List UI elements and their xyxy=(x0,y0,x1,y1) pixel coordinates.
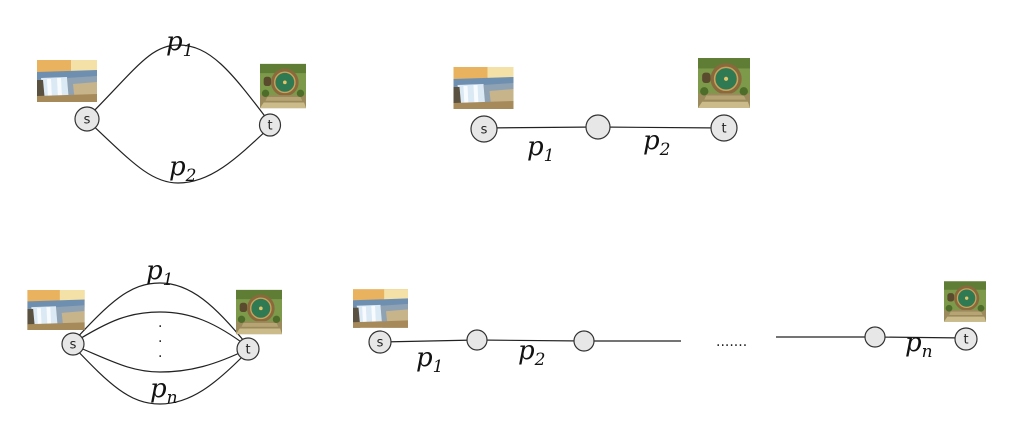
intermediate-node xyxy=(573,330,595,352)
path-middle-lower-edge xyxy=(72,344,249,373)
hobbit-door-image-icon xyxy=(236,289,282,335)
target-node: t xyxy=(236,337,260,361)
intermediate-node xyxy=(585,114,611,140)
series-n-paths-diagram: s t ....... p1 p2 pn xyxy=(353,280,986,377)
target-node-label: t xyxy=(963,333,968,348)
path-label-p1: p1 xyxy=(416,343,443,377)
path-p2-edge xyxy=(476,339,585,342)
vertical-ellipsis-dot: . xyxy=(158,345,162,361)
source-node-label: s xyxy=(481,123,488,138)
target-node: t xyxy=(710,114,738,142)
path-middle-upper-edge xyxy=(72,311,249,348)
path-p2-edge xyxy=(597,126,725,129)
path-p1-edge xyxy=(72,282,249,347)
waterfall-image-icon xyxy=(353,289,408,328)
path-label-p1: p1 xyxy=(146,256,173,290)
waterfall-image-icon xyxy=(27,290,85,330)
horizontal-ellipsis: ....... xyxy=(716,334,747,350)
path-p1-edge xyxy=(86,44,271,124)
source-node: s xyxy=(74,106,100,132)
parallel-n-paths-diagram: s t . . . p1 pn xyxy=(27,256,282,408)
path-label-p1: p1 xyxy=(166,27,193,61)
path-label-p2: p2 xyxy=(643,126,670,160)
target-node: t xyxy=(258,113,282,137)
path-label-pn: pn xyxy=(150,374,178,408)
target-node-label: t xyxy=(721,122,726,137)
intermediate-node xyxy=(466,329,488,351)
intermediate-node xyxy=(864,326,886,348)
source-node: s xyxy=(61,332,85,356)
path-p1-edge xyxy=(379,339,478,343)
path-pn-edge xyxy=(874,336,967,339)
path-p1-edge xyxy=(482,126,599,129)
waterfall-image-icon xyxy=(37,60,97,102)
waterfall-image-icon xyxy=(453,67,514,109)
source-node-label: s xyxy=(84,113,91,128)
source-node: s xyxy=(470,115,498,143)
vertical-ellipsis-dot: . xyxy=(158,330,162,346)
hobbit-door-image-icon xyxy=(698,58,750,108)
path-label-p2: p2 xyxy=(518,336,545,370)
series-two-paths-diagram: s t p1 p2 xyxy=(453,58,750,166)
target-node: t xyxy=(954,327,978,351)
source-node: s xyxy=(368,330,392,354)
parallel-two-paths-diagram: s t p1 p2 xyxy=(37,27,306,186)
target-node-label: t xyxy=(267,119,272,134)
path-p2-edge xyxy=(86,119,271,184)
path-pn-edge xyxy=(72,345,249,405)
path-label-p1: p1 xyxy=(527,132,554,166)
hobbit-door-image-icon xyxy=(944,280,986,323)
hobbit-door-image-icon xyxy=(260,63,306,109)
path-label-pn: pn xyxy=(905,328,933,362)
path-label-p2: p2 xyxy=(169,152,196,186)
source-node-label: s xyxy=(377,336,384,351)
source-node-label: s xyxy=(70,338,77,353)
target-node-label: t xyxy=(245,343,250,358)
vertical-ellipsis-dot: . xyxy=(158,315,162,331)
